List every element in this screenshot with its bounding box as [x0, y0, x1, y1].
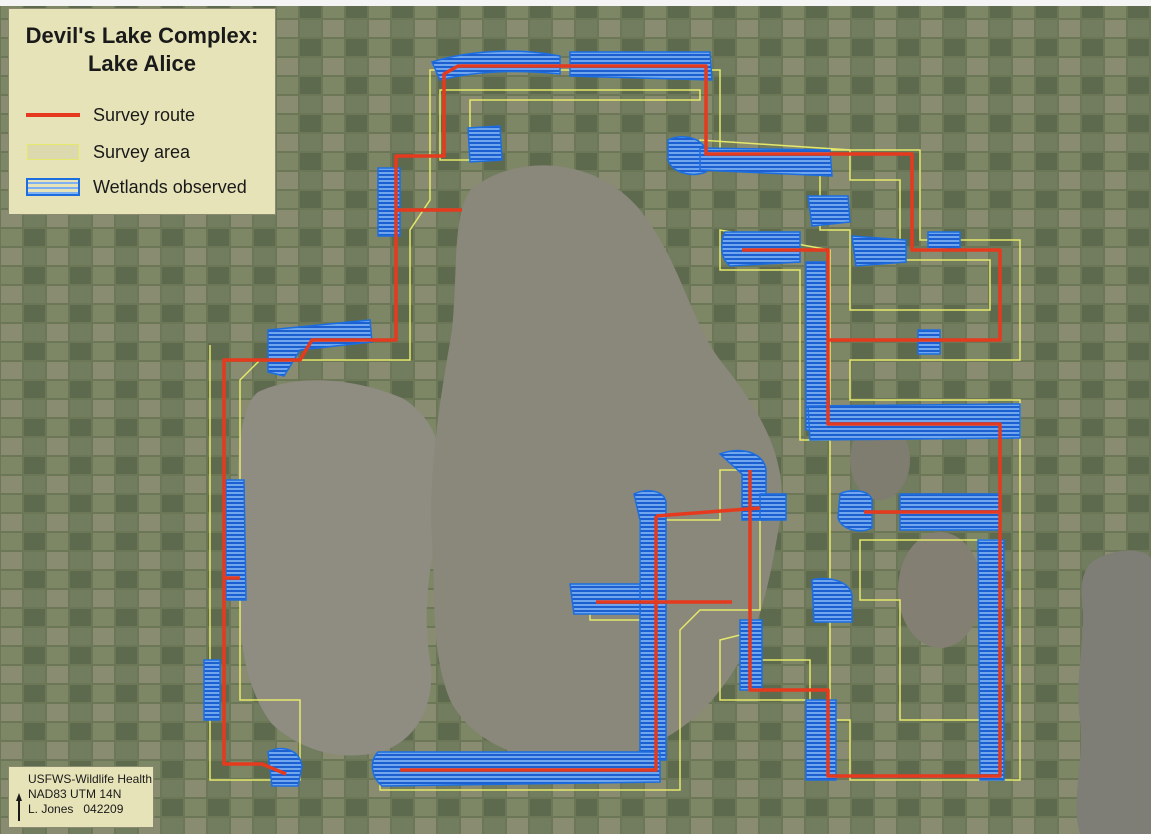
legend-item-survey-route: Survey route [25, 103, 195, 127]
survey-route [222, 64, 1002, 778]
area-box-icon [25, 143, 81, 161]
route-line-icon [25, 106, 81, 124]
wetland-hatch-icon [25, 178, 81, 196]
map-title-line1: Devil's Lake Complex: [25, 23, 259, 48]
small-lake-1 [898, 532, 982, 648]
lake-alice-main-basin [431, 165, 782, 763]
map-title-line2: Lake Alice [87, 51, 197, 76]
credit-organization: USFWS-Wildlife Health [28, 772, 153, 786]
legend-item-survey-area: Survey area [25, 140, 190, 164]
credit-author-date: L. Jones 042209 [28, 802, 124, 816]
legend-label: Survey route [93, 104, 196, 125]
legend-label: Wetlands observed [93, 176, 247, 197]
legend-item-wetlands: Wetlands observed [25, 175, 247, 199]
lake-alice-west-basin [237, 380, 445, 756]
credit-projection: NAD83 UTM 14N [28, 787, 122, 801]
east-lake [1076, 550, 1151, 834]
legend-label: Survey area [93, 141, 191, 162]
top-border [0, 0, 1151, 6]
north-arrow-icon [16, 793, 22, 821]
map-credit: USFWS-Wildlife Health NAD83 UTM 14N L. J… [8, 766, 154, 828]
map-legend: Devil's Lake Complex: Lake Alice Survey … [8, 8, 276, 215]
map-title: Devil's Lake Complex: Lake Alice [9, 22, 275, 78]
